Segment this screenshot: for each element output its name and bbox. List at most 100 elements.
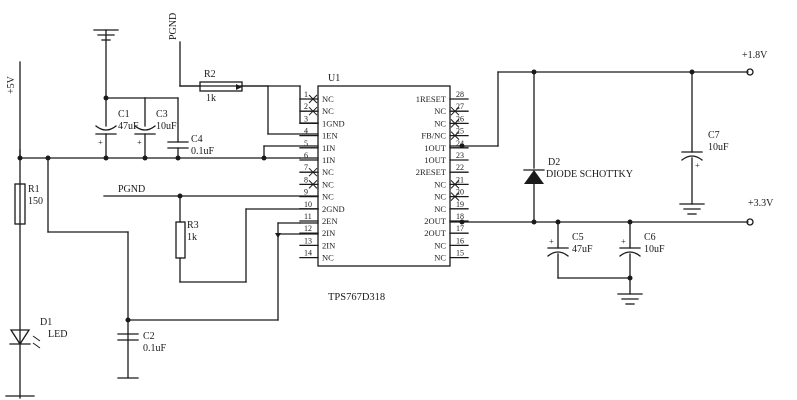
arrow-marker (275, 233, 281, 238)
pin-name: 2GND (322, 204, 345, 214)
pin-number: 26 (456, 114, 464, 123)
no-connect-mark (450, 180, 460, 189)
junction-dot (261, 155, 267, 161)
no-connect-mark (450, 131, 460, 140)
ic-pin-27: 27 NC (434, 102, 469, 116)
c3-ref: C3 (156, 109, 168, 120)
junction-dot (459, 143, 465, 149)
junction-dot (459, 219, 465, 225)
r2-value: 1k (206, 93, 216, 104)
pin-number: 4 (304, 127, 308, 136)
svg-text:+: + (549, 236, 554, 246)
pin-number: 9 (304, 188, 308, 197)
output-3v3: +3.3V + C5 47uF + C6 10uF (449, 198, 774, 305)
no-connect-mark (450, 106, 460, 116)
r3-value: 1k (187, 232, 197, 243)
pin-name: 2EN (322, 216, 338, 226)
output-1v8: +1.8V D2 DIODE SCHOTTKY + C7 10uF (449, 50, 768, 223)
junction-dot (103, 155, 109, 161)
pin-name: 1EN (322, 131, 338, 141)
led-d1: D1 LED (9, 317, 67, 349)
c6-value: 10uF (644, 244, 665, 255)
c4-value: 0.1uF (191, 146, 215, 157)
c7-value: 10uF (708, 142, 729, 153)
pin-name: NC (322, 253, 334, 263)
ic-pin-14: 14 NC (299, 249, 334, 263)
d2-ref: D2 (548, 157, 560, 168)
enable-2: PGND R3 1k (103, 184, 319, 283)
pin-number: 6 (304, 151, 308, 160)
ic-pin-19: 19 NC (434, 200, 469, 214)
pin-name: NC (434, 118, 446, 128)
pin-name: 2IN (322, 228, 335, 238)
pin-number: 16 (456, 236, 464, 245)
pin-number: 11 (304, 212, 312, 221)
net-label-pgnd-mid: PGND (118, 184, 145, 195)
resistor-r3 (175, 221, 186, 259)
pin-number: 3 (304, 114, 308, 123)
c2-value: 0.1uF (143, 343, 167, 354)
c4-ref: C4 (191, 134, 203, 145)
pin-name: NC (322, 192, 334, 202)
c2-ref: C2 (143, 331, 155, 342)
pin-name: 1OUT (424, 155, 447, 165)
pin-number: 5 (304, 139, 308, 148)
c3-value: 10uF (156, 121, 177, 132)
pin-name: NC (434, 204, 446, 214)
junction-dot (177, 193, 183, 199)
pin-number: 15 (456, 249, 464, 258)
pin-name: NC (434, 106, 446, 116)
net-label-pgnd-top: PGND (168, 13, 179, 40)
junction-dot (142, 155, 148, 161)
pin-number: 27 (456, 102, 464, 111)
pin-name: NC (434, 192, 446, 202)
c1-ref: C1 (118, 109, 130, 120)
pin-name: 2RESET (416, 167, 447, 177)
arrow-marker (236, 84, 242, 90)
pin-name: NC (322, 94, 334, 104)
c5-ref: C5 (572, 232, 584, 243)
pin-name: NC (434, 179, 446, 189)
pin-name: 1OUT (424, 143, 447, 153)
pin-name: 1RESET (416, 94, 447, 104)
svg-text:+: + (98, 137, 103, 147)
pin-name: NC (322, 106, 334, 116)
net-label-v33: +3.3V (748, 198, 774, 209)
r2-ref: R2 (204, 69, 216, 80)
net-label-v18: +1.8V (742, 50, 768, 61)
pin-number: 17 (456, 224, 464, 233)
pin-name: NC (434, 253, 446, 263)
ic-ref: U1 (328, 73, 340, 84)
ic-body (317, 85, 451, 267)
pin-number: 8 (304, 175, 308, 184)
r3-ref: R3 (187, 220, 199, 231)
r1-value: 150 (28, 196, 43, 207)
pin-number: 7 (304, 163, 308, 172)
enable-1: PGND R2 1k (168, 13, 319, 161)
v5-rail: +5V (5, 61, 301, 399)
no-connect-mark (308, 180, 318, 189)
pin-number: 19 (456, 200, 464, 209)
pin-number: 25 (456, 127, 464, 136)
ic-pin-15: 15 NC (434, 249, 469, 263)
ic-pin-11: 11 2EN (299, 212, 338, 226)
resistor-r1: R1 150 (14, 183, 43, 225)
pin-name: 2IN (322, 240, 335, 250)
pin-number: 14 (304, 249, 312, 258)
c6-ref: C6 (644, 232, 656, 243)
